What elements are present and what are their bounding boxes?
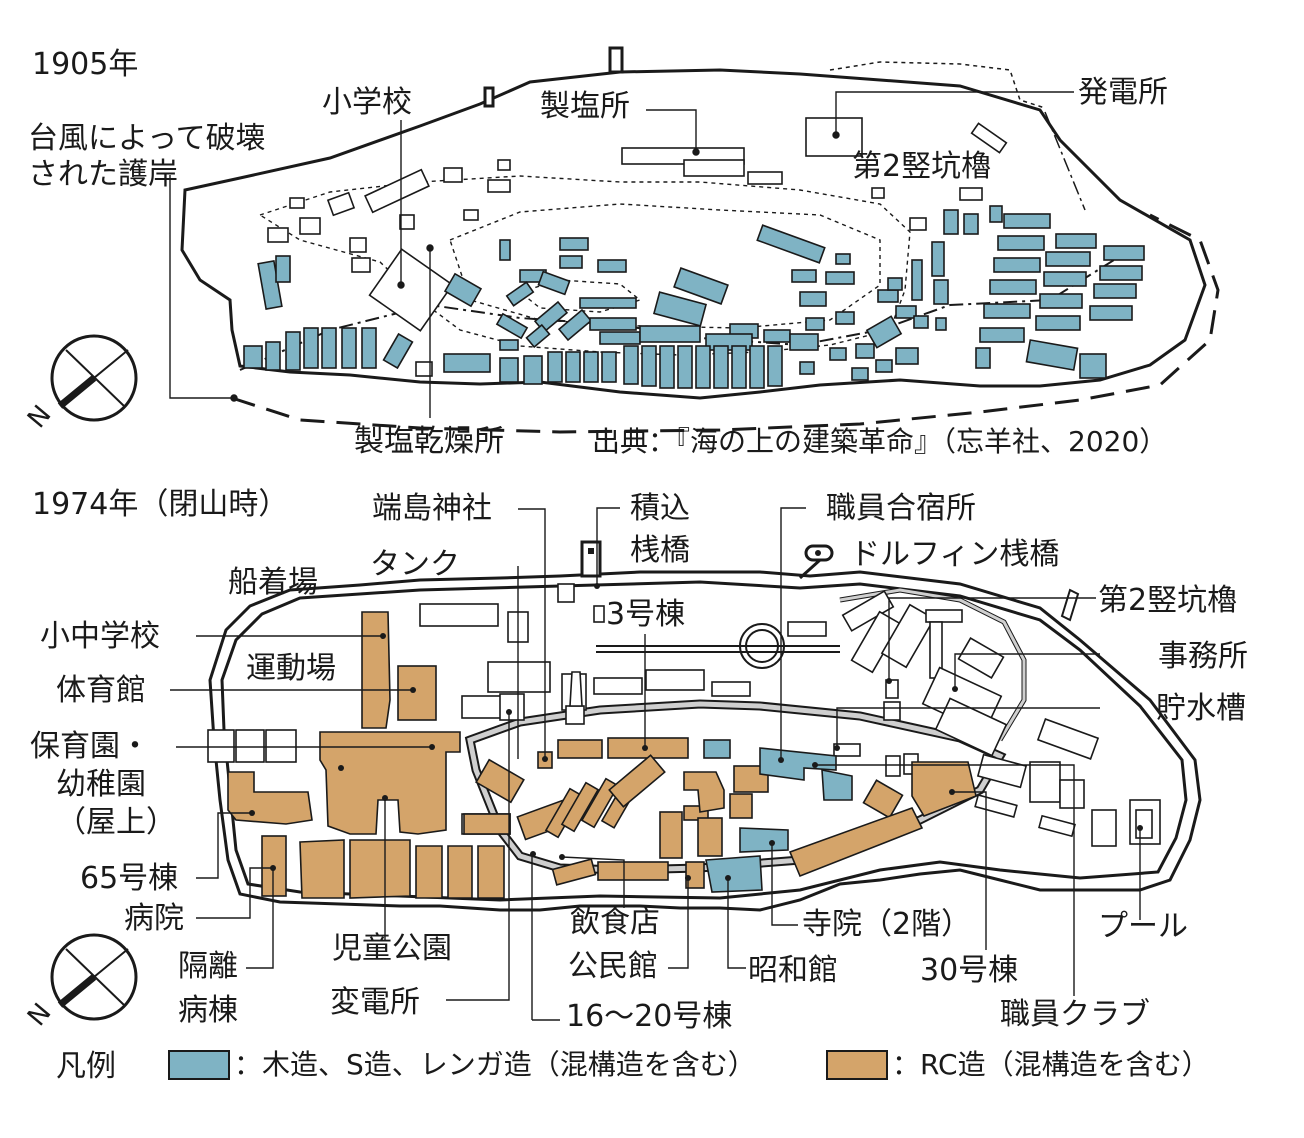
label-showa-hall: 昭和館	[748, 953, 838, 988]
label-typhoon-seawall-line1: 台風によって破壊	[28, 121, 266, 156]
legend-rc: ：RC造（混構造を含む）	[826, 1048, 1210, 1082]
label-elementary-school-1905: 小学校	[322, 85, 412, 120]
label-hospital: 病院	[124, 901, 184, 936]
map-1974	[50, 507, 1202, 1021]
label-bldg-30: 30号棟	[920, 953, 1019, 988]
future-seawall-dashed	[231, 213, 1220, 434]
label-office: 事務所	[1158, 639, 1248, 674]
label-nursery-line1: 保育園・	[30, 729, 150, 764]
label-shaft-2-1905: 第2竪坑櫓	[852, 149, 992, 184]
legend-rc-swatch	[826, 1050, 888, 1080]
year-1905-title: 1905年	[32, 47, 139, 82]
label-bldg-3: 3号棟	[606, 597, 686, 632]
label-bldgs-16-20: 16〜20号棟	[566, 999, 733, 1034]
wood-buildings-1974	[703, 739, 853, 893]
label-shrine: 端島神社	[372, 491, 492, 526]
label-schools: 小中学校	[40, 619, 160, 654]
wood-buildings-1905	[243, 205, 1145, 389]
label-nursery-line2: 幼稚園	[56, 767, 146, 802]
label-playground: 運動場	[246, 651, 336, 686]
label-nursery-line3: （屋上）	[56, 805, 176, 840]
label-shaft-2-1974: 第2竪坑櫓	[1098, 583, 1238, 618]
source-citation: 出典：『海の上の建築革命』（忘羊社、2020）	[592, 425, 1168, 458]
label-community-hall: 公民館	[568, 949, 658, 984]
legend-wood-swatch	[168, 1050, 230, 1080]
label-isolation-line2: 病棟	[178, 993, 238, 1028]
label-loading-pier-line1: 積込	[630, 491, 690, 526]
label-children-park: 児童公園	[332, 931, 452, 966]
label-isolation-line1: 隔離	[178, 949, 238, 984]
label-restaurant: 飲食店	[570, 905, 660, 940]
label-pool: プール	[1098, 909, 1188, 944]
label-salt-drying: 製塩乾燥所	[354, 424, 504, 459]
label-pier: 船着場	[228, 565, 318, 600]
label-temple: 寺院（2階）	[802, 907, 972, 942]
legend-wood: ：木造、S造、レンガ造（混構造を含む）	[168, 1048, 756, 1082]
map-1905	[50, 46, 1220, 434]
compass-1974	[50, 933, 138, 1021]
label-typhoon-seawall-line2: された護岸	[28, 157, 178, 192]
year-1974-title: 1974年（閉山時）	[32, 487, 289, 522]
label-loading-pier-line2: 桟橋	[630, 533, 690, 568]
label-salt-works: 製塩所	[540, 89, 630, 124]
label-bldg-65: 65号棟	[80, 861, 179, 896]
legend-wood-label: ：木造、S造、レンガ造（混構造を含む）	[234, 1048, 756, 1081]
legend-title: 凡例	[56, 1049, 116, 1084]
label-staff-club: 職員クラブ	[1000, 997, 1150, 1032]
label-gym: 体育館	[56, 673, 146, 708]
rc-buildings-1974	[227, 611, 977, 899]
legend-rc-label: ：RC造（混構造を含む）	[892, 1048, 1210, 1081]
compass-1905	[50, 334, 138, 422]
label-power-station: 発電所	[1078, 75, 1168, 110]
label-tank: タンク	[370, 547, 460, 582]
label-dolphin-pier: ドルフィン桟橋	[850, 537, 1060, 572]
label-staff-dorm: 職員合宿所	[826, 491, 976, 526]
label-substation: 変電所	[330, 985, 420, 1020]
label-water-tank: 貯水槽	[1156, 691, 1246, 726]
